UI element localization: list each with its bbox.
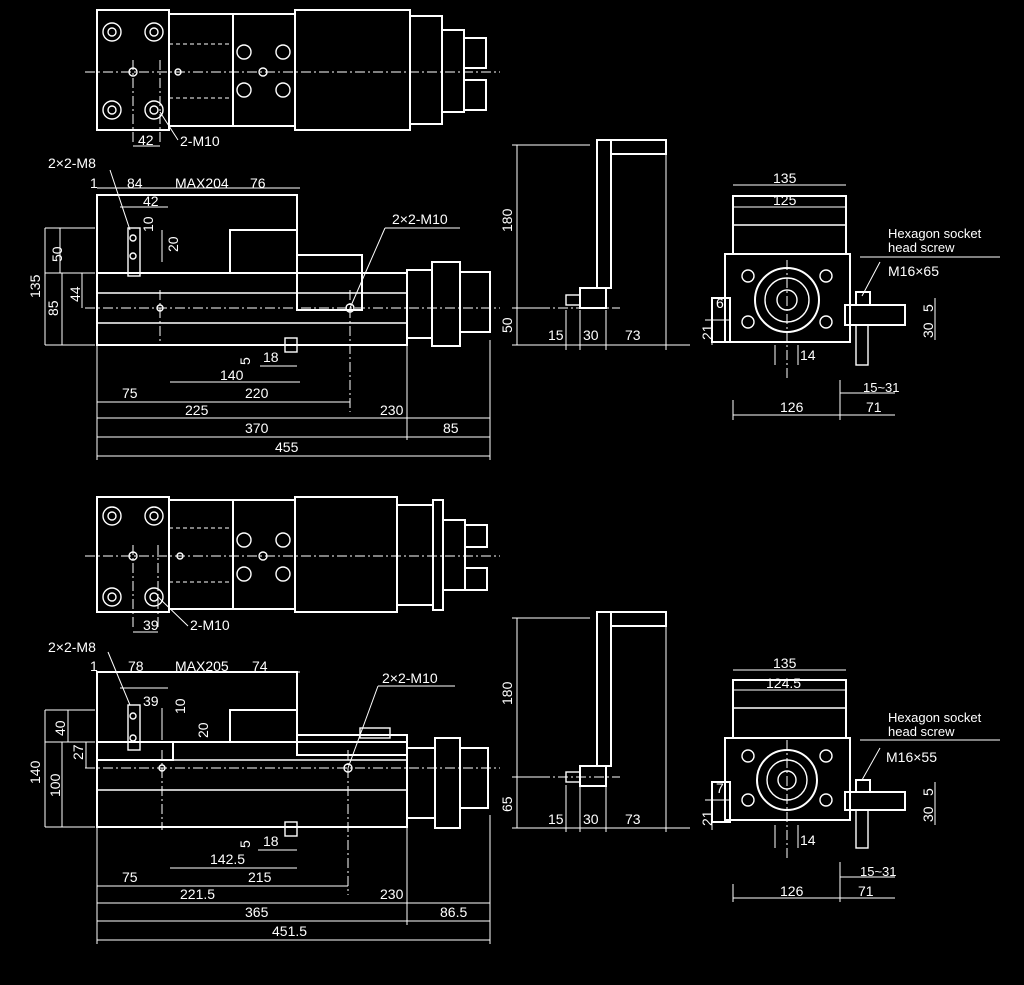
- upper-front-dim-455: 455: [275, 439, 299, 455]
- upper-front-dim-10: 10: [140, 216, 156, 232]
- upper-end-dim-5: 5: [920, 304, 936, 312]
- upper-end-dim-71: 71: [866, 399, 882, 415]
- upper-end-view: 135 125 Hexagon socket head screw M16×65…: [699, 170, 1000, 420]
- lower-front-dim-230: 230: [380, 886, 404, 902]
- lower-front-dim-86-5: 86.5: [440, 904, 467, 920]
- lower-front-dim-221-5: 221.5: [180, 886, 215, 902]
- upper-front-dim-225: 225: [185, 402, 209, 418]
- lower-end-dim-14: 14: [800, 832, 816, 848]
- upper-end-dim-6: 6: [716, 295, 724, 311]
- lower-front-dim-10: 10: [172, 698, 188, 714]
- upper-end-dim-135: 135: [773, 170, 797, 186]
- upper-front-thread-m8: 2×2-M8: [48, 155, 96, 171]
- upper-front-dim-140: 140: [220, 367, 244, 383]
- lower-front-dim-142-5: 142.5: [210, 851, 245, 867]
- lower-end-dim-30: 30: [920, 806, 936, 822]
- upper-front-dim-44: 44: [67, 286, 83, 302]
- lower-end-view: 135 124.5 Hexagon socket head screw M16×…: [699, 655, 1000, 902]
- lower-front-dim-40: 40: [52, 720, 68, 736]
- upper-end-screw-size: M16×65: [888, 263, 939, 279]
- lower-end-dim-135: 135: [773, 655, 797, 671]
- lower-front-dim-39: 39: [143, 693, 159, 709]
- lower-end-screw-size: M16×55: [886, 749, 937, 765]
- lower-front-dim-78: 78: [128, 658, 144, 674]
- lower-end-screw-label-1: Hexagon socket: [888, 710, 982, 725]
- lower-front-dim-75: 75: [122, 869, 138, 885]
- upper-end-screw-label-2: head screw: [888, 240, 955, 255]
- upper-end-dim-126: 126: [780, 399, 804, 415]
- lower-side-dim-73: 73: [625, 811, 641, 827]
- upper-front-dim-220: 220: [245, 385, 269, 401]
- lower-front-dim-5: 5: [237, 840, 253, 848]
- upper-end-screw-label-1: Hexagon socket: [888, 226, 982, 241]
- upper-front-dim-50: 50: [49, 246, 65, 262]
- lower-front-dim-1: 1: [90, 658, 98, 674]
- lower-front-dim-100: 100: [47, 773, 63, 797]
- upper-side-dim-180: 180: [499, 208, 515, 232]
- lower-front-thread-m8: 2×2-M8: [48, 639, 96, 655]
- lower-front-dim-18: 18: [263, 833, 279, 849]
- upper-end-dim-14: 14: [800, 347, 816, 363]
- lower-front-dim-max: MAX205: [175, 658, 229, 674]
- lower-side-dim-30: 30: [583, 811, 599, 827]
- upper-front-dim-max: MAX204: [175, 175, 229, 191]
- lower-top-dim-39: 39: [143, 617, 159, 633]
- upper-top-view: 42 2-M10: [85, 9, 500, 149]
- upper-side-dim-73: 73: [625, 327, 641, 343]
- upper-front-dim-85: 85: [45, 300, 61, 316]
- upper-end-dim-30: 30: [920, 322, 936, 338]
- upper-front-dim-18: 18: [263, 349, 279, 365]
- upper-front-dim-42: 42: [143, 193, 159, 209]
- lower-end-range: 15~31: [860, 864, 897, 879]
- lower-end-screw-label-2: head screw: [888, 724, 955, 739]
- lower-end-dim-7: 7: [716, 780, 724, 796]
- upper-top-dim-42: 42: [138, 132, 154, 148]
- lower-front-dim-365: 365: [245, 904, 269, 920]
- upper-front-dim-5: 5: [237, 357, 253, 365]
- lower-end-dim-5: 5: [920, 788, 936, 796]
- upper-front-dim-76: 76: [250, 175, 266, 191]
- lower-front-dim-20: 20: [195, 722, 211, 738]
- lower-side-dim-15: 15: [548, 811, 564, 827]
- upper-end-dim-125: 125: [773, 192, 797, 208]
- upper-top-thread-label: 2-M10: [180, 133, 220, 149]
- lower-top-view: 39 2-M10: [85, 496, 500, 633]
- lower-front-dim-451-5: 451.5: [272, 923, 307, 939]
- upper-front-dim-85b: 85: [443, 420, 459, 436]
- lower-end-dim-71: 71: [858, 883, 874, 899]
- lower-front-thread-m10: 2×2-M10: [382, 670, 438, 686]
- lower-end-dim-21: 21: [699, 810, 715, 826]
- upper-end-dim-21: 21: [699, 324, 715, 340]
- upper-front-dim-84: 84: [127, 175, 143, 191]
- upper-front-dim-135: 135: [27, 274, 43, 298]
- upper-front-dim-75: 75: [122, 385, 138, 401]
- lower-front-view: 2×2-M8 1 78 MAX205 74 39 10 20 2×2-M10 4…: [27, 639, 500, 944]
- upper-front-thread-m10: 2×2-M10: [392, 211, 448, 227]
- upper-front-dim-230: 230: [380, 402, 404, 418]
- lower-front-dim-140: 140: [27, 760, 43, 784]
- lower-top-thread-label: 2-M10: [190, 617, 230, 633]
- lower-side-dim-65: 65: [499, 796, 515, 812]
- lower-end-dim-126: 126: [780, 883, 804, 899]
- upper-front-view: 2×2-M8 1 84 MAX204 76 42 10 20 2×2-M10 5…: [27, 155, 500, 460]
- lower-front-dim-215: 215: [248, 869, 272, 885]
- lower-end-dim-124-5: 124.5: [766, 675, 801, 691]
- upper-front-dim-370: 370: [245, 420, 269, 436]
- lower-side-view: 180 65 15 30 73: [499, 611, 690, 832]
- upper-side-dim-50: 50: [499, 317, 515, 333]
- upper-side-dim-30: 30: [583, 327, 599, 343]
- upper-side-view: 180 50 15 30 73: [499, 139, 690, 350]
- upper-front-dim-20: 20: [165, 236, 181, 252]
- lower-front-dim-74: 74: [252, 658, 268, 674]
- lower-front-dim-27: 27: [70, 744, 86, 760]
- upper-end-range: 15~31: [863, 380, 900, 395]
- lower-side-dim-180: 180: [499, 681, 515, 705]
- upper-front-dim-1: 1: [90, 175, 98, 191]
- upper-side-dim-15: 15: [548, 327, 564, 343]
